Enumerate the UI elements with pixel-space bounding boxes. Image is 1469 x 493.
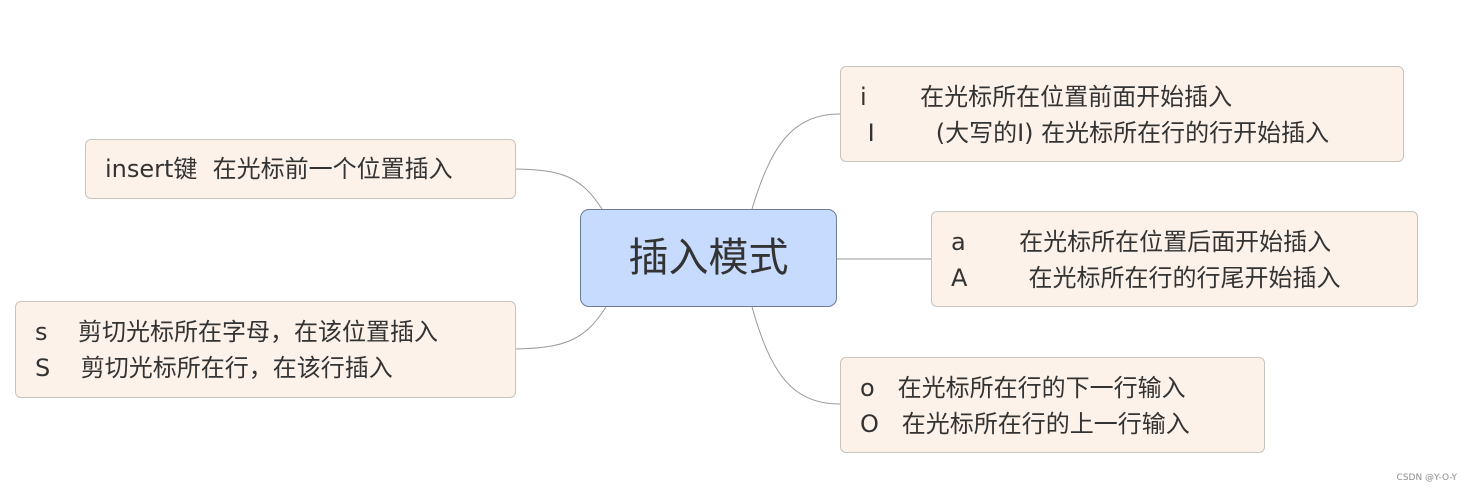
- branch-line: a 在光标所在位置后面开始插入: [951, 228, 1332, 256]
- connector-i-keys: [751, 113, 841, 210]
- branch-line: A 在光标所在行的行尾开始插入: [951, 264, 1341, 292]
- branch-o-keys[interactable]: o 在光标所在行的下一行输入 O 在光标所在行的上一行输入: [840, 357, 1265, 453]
- branch-a-keys[interactable]: a 在光标所在位置后面开始插入 A 在光标所在行的行尾开始插入: [931, 211, 1418, 307]
- connector-insert-key: [515, 168, 603, 210]
- central-topic[interactable]: 插入模式: [580, 209, 837, 307]
- branch-line: i 在光标所在位置前面开始插入: [860, 83, 1233, 111]
- branch-insert-key[interactable]: insert键 在光标前一个位置插入: [85, 139, 516, 199]
- central-topic-label: 插入模式: [628, 235, 789, 281]
- branch-i-keys[interactable]: i 在光标所在位置前面开始插入 I (大写的I) 在光标所在行的行开始插入: [840, 66, 1404, 162]
- connector-o-keys: [751, 306, 841, 405]
- branch-line: o 在光标所在行的下一行输入: [860, 374, 1186, 402]
- branch-line: insert键 在光标前一个位置插入: [105, 155, 453, 183]
- connector-s-keys: [515, 306, 607, 350]
- branch-line: O 在光标所在行的上一行输入: [860, 410, 1190, 438]
- branch-s-keys[interactable]: s 剪切光标所在字母，在该位置插入 S 剪切光标所在行，在该行插入: [15, 301, 516, 398]
- branch-line: s 剪切光标所在字母，在该位置插入: [35, 318, 439, 346]
- watermark: CSDN @Y-O-Y: [1396, 473, 1457, 483]
- branch-line: I (大写的I) 在光标所在行的行开始插入: [860, 119, 1330, 147]
- branch-line: S 剪切光标所在行，在该行插入: [35, 354, 393, 382]
